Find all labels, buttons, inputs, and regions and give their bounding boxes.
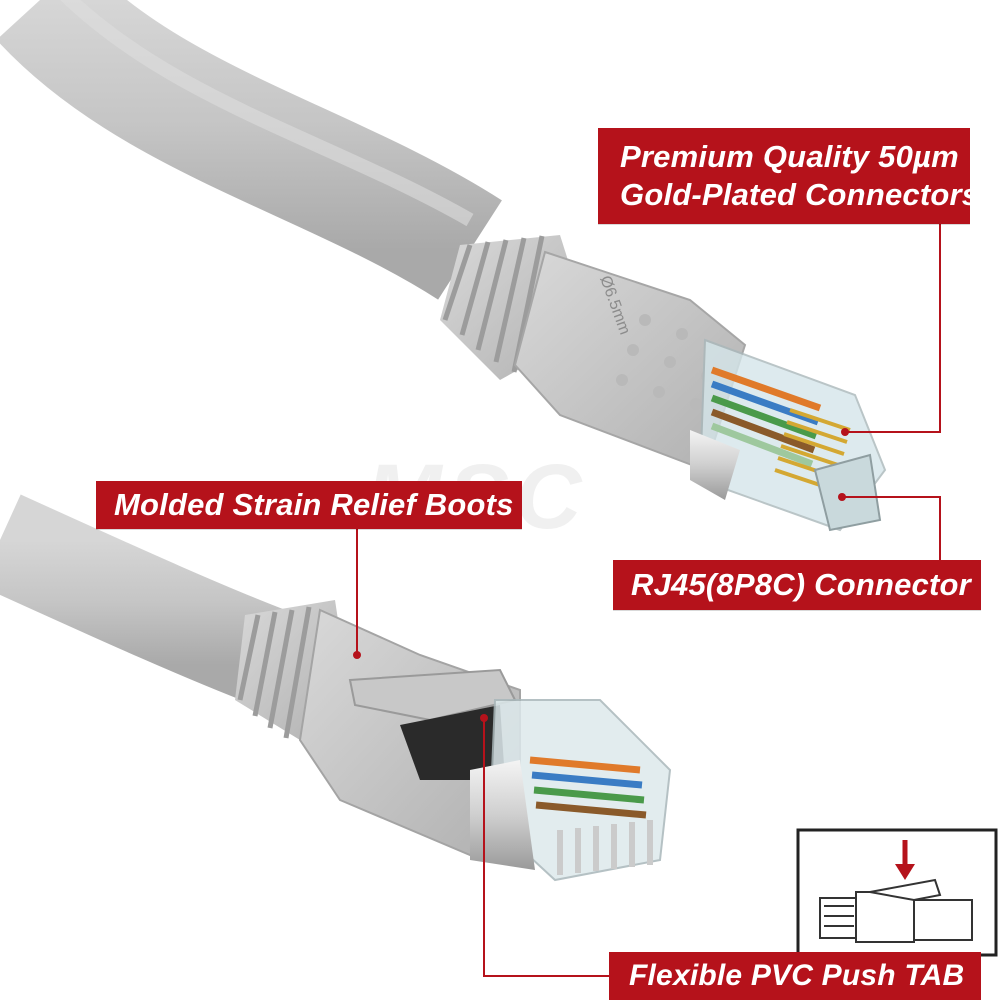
callout-flexible-pvc-push-tab: Flexible PVC Push TAB [609, 952, 981, 1000]
upper-rj45-plug [690, 338, 887, 532]
callout-leader-lines [353, 224, 941, 977]
upper-strain-relief-boot: Ø6.5mm [440, 235, 747, 472]
push-tab-diagram-icon [796, 828, 998, 957]
lower-rj45-plug [470, 699, 672, 882]
lower-strain-relief-boot [235, 600, 521, 857]
callout-gold-plated-connectors: Premium Quality 50µm Gold-Plated Connect… [598, 128, 980, 224]
upper-cable [0, 0, 502, 300]
callout-molded-strain-relief-boots: Molded Strain Relief Boots [96, 481, 522, 529]
callout-rj45-connector: RJ45(8P8C) Connector [613, 560, 981, 610]
callout-premium-line2: Gold-Plated Connectors [620, 177, 980, 212]
callout-premium-line1: Premium Quality 50µm [620, 139, 959, 174]
push-tab [348, 668, 517, 722]
